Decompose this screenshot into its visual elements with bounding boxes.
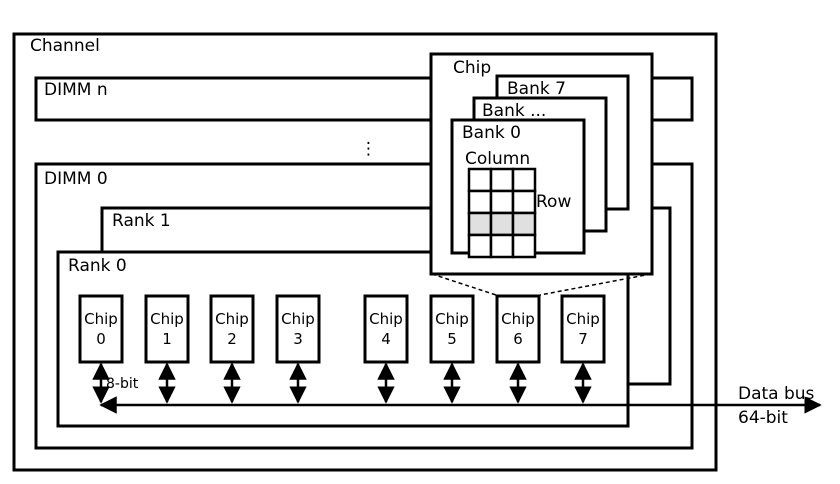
chip-2: Chip 2 bbox=[209, 294, 255, 404]
channel-label: Channel bbox=[30, 36, 100, 56]
grid-cell bbox=[467, 189, 493, 215]
chip-box bbox=[209, 294, 255, 364]
chip-index-label: 2 bbox=[227, 330, 237, 348]
chip-6: Chip 6 bbox=[495, 294, 541, 404]
grid-cell bbox=[511, 189, 537, 215]
grid-cell bbox=[511, 211, 537, 237]
dimm-n-label: DIMM n bbox=[44, 80, 108, 100]
chip-7: Chip 7 bbox=[560, 294, 606, 404]
chip-4: Chip 4 bbox=[363, 294, 409, 404]
chip-box bbox=[560, 294, 606, 364]
chip-name-label: Chip bbox=[566, 310, 600, 328]
chip-name-label: Chip bbox=[281, 310, 315, 328]
chip-name-label: Chip bbox=[501, 310, 535, 328]
grid-cell bbox=[467, 211, 493, 237]
data-bus-width-label: 64-bit bbox=[738, 408, 788, 428]
chip-name-label: Chip bbox=[150, 310, 184, 328]
chip-name-label: Chip bbox=[84, 310, 118, 328]
rank-0-label: Rank 0 bbox=[68, 256, 127, 276]
chip-index-label: 0 bbox=[96, 330, 106, 348]
grid-cell bbox=[489, 233, 515, 259]
chip-index-label: 5 bbox=[447, 330, 457, 348]
grid-cell bbox=[467, 233, 493, 259]
column-label: Column bbox=[465, 149, 530, 169]
chip-5: Chip 5 bbox=[429, 294, 475, 404]
grid-cell bbox=[489, 189, 515, 215]
bank-mid-label: Bank ... bbox=[482, 101, 546, 121]
grid-cell bbox=[511, 167, 537, 193]
grid-cell bbox=[489, 167, 515, 193]
dimm-ellipsis: ⋮ bbox=[360, 139, 377, 159]
data-bus-label: Data bus bbox=[738, 384, 815, 404]
chip-index-label: 6 bbox=[513, 330, 523, 348]
chip-box bbox=[429, 294, 475, 364]
chip-name-label: Chip bbox=[435, 310, 469, 328]
chip-index-label: 3 bbox=[293, 330, 303, 348]
rank-1-label: Rank 1 bbox=[112, 211, 171, 231]
chip-index-label: 4 bbox=[381, 330, 391, 348]
zoom-line-right bbox=[539, 273, 652, 296]
bit-width-label: 8-bit bbox=[106, 376, 139, 392]
dimm-0-label: DIMM 0 bbox=[44, 169, 108, 189]
grid-cell bbox=[467, 167, 493, 193]
chip-1: Chip 1 bbox=[144, 294, 190, 404]
chip-index-label: 1 bbox=[162, 330, 172, 348]
chip-name-label: Chip bbox=[215, 310, 249, 328]
rank-0-box bbox=[56, 250, 630, 428]
chip-box bbox=[144, 294, 190, 364]
chip-detail-label: Chip bbox=[453, 58, 491, 78]
grid-cell bbox=[511, 233, 537, 259]
bank-0-label: Bank 0 bbox=[462, 123, 521, 143]
cell-grid bbox=[467, 167, 537, 259]
row-label: Row bbox=[536, 192, 571, 212]
chips-group: Chip 0 Chip 1 Chip 2 Chip 3 Chip 4 Chip 5 Chip 6 Chip 7 bbox=[78, 294, 606, 404]
grid-cell bbox=[489, 211, 515, 237]
zoom-line-left bbox=[431, 273, 497, 296]
chip-3: Chip 3 bbox=[275, 294, 321, 404]
chip-name-label: Chip bbox=[369, 310, 403, 328]
chip-box bbox=[275, 294, 321, 364]
chip-box bbox=[363, 294, 409, 364]
chip-index-label: 7 bbox=[578, 330, 588, 348]
chip-0: Chip 0 bbox=[78, 294, 124, 404]
chip-box bbox=[495, 294, 541, 364]
chip-box bbox=[78, 294, 124, 364]
bank-7-label: Bank 7 bbox=[507, 79, 566, 99]
